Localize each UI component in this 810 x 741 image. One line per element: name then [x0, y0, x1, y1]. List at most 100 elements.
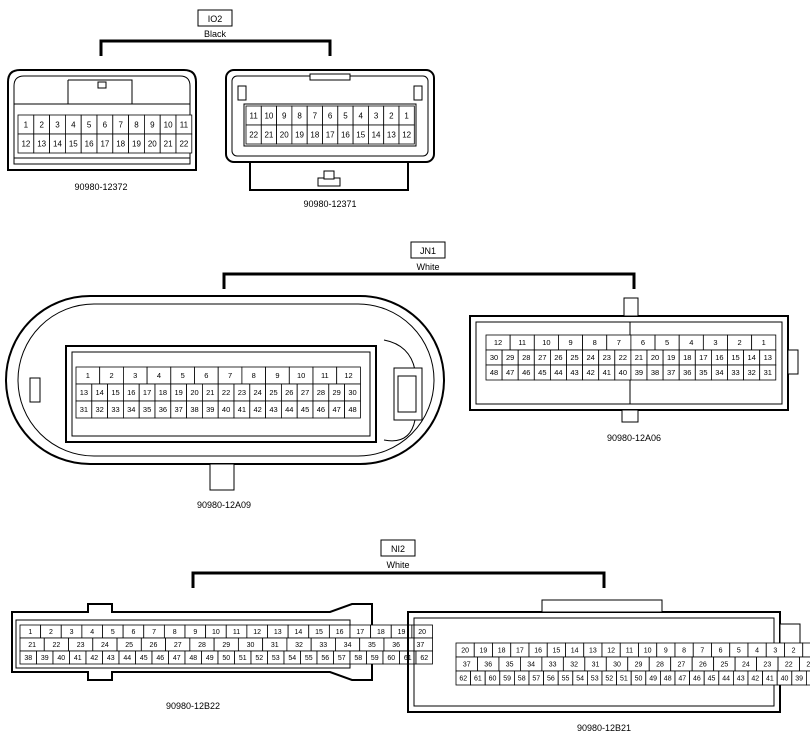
pin-number: 9 — [282, 111, 287, 120]
pin-number: 21 — [206, 388, 214, 397]
pin-number: 47 — [333, 405, 341, 414]
pin-number: 50 — [222, 655, 230, 662]
pin-number: 60 — [387, 655, 395, 662]
pin-number: 17 — [143, 388, 151, 397]
part-number: 90980-12A09 — [197, 500, 251, 510]
group-color: Black — [204, 29, 227, 39]
pin-number: 2 — [49, 629, 53, 636]
pin-number: 4 — [71, 120, 76, 129]
pin-number: 3 — [55, 120, 60, 129]
pin-number: 20 — [280, 130, 289, 139]
pin-number: 29 — [635, 662, 643, 669]
pin-number: 5 — [181, 371, 185, 380]
connector-90980-12B21: 2019181716151413121110987654321373635343… — [407, 599, 810, 733]
pin-number: 19 — [295, 130, 304, 139]
pin-number: 15 — [69, 139, 78, 148]
pin-number: 17 — [326, 130, 335, 139]
pin-number: 3 — [70, 629, 74, 636]
pin-number: 9 — [150, 120, 155, 129]
pin-number: 1 — [24, 120, 29, 129]
pin-number: 8 — [252, 371, 256, 380]
pin-number: 12 — [402, 130, 411, 139]
pin-number: 44 — [285, 405, 293, 414]
pin-number: 23 — [77, 642, 85, 649]
group-io2: IO2 Black — [99, 9, 332, 56]
pin-number: 60 — [489, 676, 497, 683]
pin-number: 31 — [271, 642, 279, 649]
pin-number: 50 — [635, 676, 643, 683]
pin-number: 39 — [206, 405, 214, 414]
part-number: 90980-12372 — [74, 182, 127, 192]
pin-number: 13 — [387, 130, 396, 139]
pin-number: 9 — [193, 629, 197, 636]
pin-number: 13 — [37, 139, 46, 148]
pin-number: 52 — [605, 676, 613, 683]
pin-number: 41 — [603, 368, 611, 377]
pin-number: 47 — [506, 368, 514, 377]
pin-number: 40 — [222, 405, 230, 414]
pin-number: 21 — [806, 662, 810, 669]
pin-number: 10 — [644, 648, 652, 655]
pin-number: 17 — [699, 353, 707, 362]
pin-number: 30 — [348, 388, 356, 397]
pin-number: 18 — [310, 130, 319, 139]
pin-number: 4 — [689, 338, 693, 347]
part-number: 90980-12B21 — [577, 723, 631, 733]
pin-number: 54 — [288, 655, 296, 662]
pin-number: 16 — [85, 139, 94, 148]
pin-number: 7 — [118, 120, 123, 129]
pin-number: 10 — [264, 111, 273, 120]
pin-number: 51 — [620, 676, 628, 683]
pin-number: 20 — [651, 353, 659, 362]
pin-number: 4 — [359, 111, 364, 120]
pin-number: 25 — [269, 388, 277, 397]
pin-number: 19 — [479, 648, 487, 655]
group-code: JN1 — [420, 246, 436, 256]
pin-number: 29 — [506, 353, 514, 362]
pin-number: 26 — [699, 662, 707, 669]
pin-number: 21 — [635, 353, 643, 362]
pin-number: 39 — [41, 655, 49, 662]
pin-number: 42 — [586, 368, 594, 377]
pin-number: 34 — [344, 642, 352, 649]
pin-number: 2 — [39, 120, 44, 129]
pin-number: 24 — [101, 642, 109, 649]
pin-number: 6 — [204, 371, 208, 380]
pin-number: 37 — [416, 642, 424, 649]
pin-number: 1 — [762, 338, 766, 347]
pin-number: 45 — [301, 405, 309, 414]
pin-number: 13 — [764, 353, 772, 362]
pin-number: 14 — [747, 353, 755, 362]
pin-cell — [759, 364, 777, 381]
pin-number: 15 — [111, 388, 119, 397]
pin-number: 38 — [651, 368, 659, 377]
pin-number: 2 — [792, 648, 796, 655]
pin-number: 34 — [715, 368, 723, 377]
pin-number: 21 — [264, 130, 273, 139]
pin-number: 8 — [297, 111, 302, 120]
pin-number: 5 — [343, 111, 348, 120]
pin-number: 30 — [490, 353, 498, 362]
pin-number: 34 — [127, 405, 135, 414]
pin-number: 1 — [86, 371, 90, 380]
pin-number: 9 — [664, 648, 668, 655]
pin-number: 17 — [356, 629, 364, 636]
pin-number: 10 — [212, 629, 220, 636]
pin-number: 42 — [751, 676, 759, 683]
pin-number: 11 — [180, 120, 189, 129]
pin-number: 11 — [518, 338, 526, 347]
pin-number: 7 — [152, 629, 156, 636]
pin-number: 33 — [111, 405, 119, 414]
pin-number: 28 — [656, 662, 664, 669]
pin-number: 46 — [522, 368, 530, 377]
pin-number: 36 — [683, 368, 691, 377]
group-color: White — [386, 560, 409, 570]
pin-number: 32 — [96, 405, 104, 414]
pin-number: 44 — [554, 368, 562, 377]
pin-number: 41 — [238, 405, 246, 414]
pin-number: 8 — [593, 338, 597, 347]
